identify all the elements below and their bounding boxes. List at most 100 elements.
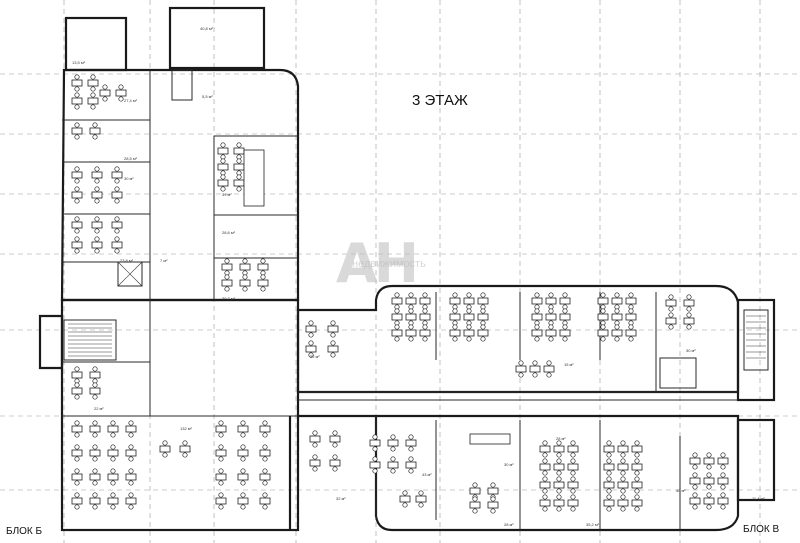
desk xyxy=(449,297,461,305)
chair xyxy=(74,86,80,92)
desk xyxy=(665,299,677,307)
desk xyxy=(71,79,83,87)
desk xyxy=(553,499,565,507)
chair xyxy=(390,446,396,452)
desk xyxy=(539,463,551,471)
chair xyxy=(92,122,98,128)
chair xyxy=(614,324,620,330)
chair xyxy=(74,468,80,474)
chair xyxy=(94,186,100,192)
chair xyxy=(262,504,268,510)
chair xyxy=(110,420,116,426)
chair xyxy=(668,324,674,330)
chair xyxy=(606,452,612,458)
chair xyxy=(260,258,266,264)
chair xyxy=(452,336,458,342)
chair xyxy=(74,228,80,234)
chair xyxy=(408,308,414,314)
chair xyxy=(542,452,548,458)
area-label: 22 м² xyxy=(94,406,104,411)
chair xyxy=(240,504,246,510)
chair xyxy=(408,292,414,298)
chair xyxy=(692,492,698,498)
desk xyxy=(71,127,83,135)
desk xyxy=(309,459,321,467)
chair xyxy=(74,104,80,110)
chair xyxy=(562,324,568,330)
area-label: 28 м² xyxy=(504,522,514,527)
chair xyxy=(94,166,100,172)
chair xyxy=(220,174,226,180)
chair xyxy=(94,178,100,184)
desk xyxy=(603,499,615,507)
chair xyxy=(94,248,100,254)
chair xyxy=(532,360,538,366)
chair xyxy=(74,480,80,486)
chair xyxy=(110,504,116,510)
desk xyxy=(415,495,427,503)
chair xyxy=(128,468,134,474)
chair xyxy=(92,456,98,462)
desk xyxy=(597,297,609,305)
desk xyxy=(99,89,111,97)
chair xyxy=(182,452,188,458)
chair xyxy=(110,480,116,486)
desk xyxy=(567,445,579,453)
chair xyxy=(102,96,108,102)
desk xyxy=(111,171,123,179)
chair xyxy=(114,186,120,192)
chair xyxy=(128,432,134,438)
desk xyxy=(545,329,557,337)
chair xyxy=(240,432,246,438)
chair xyxy=(128,492,134,498)
chair xyxy=(236,158,242,164)
chair xyxy=(92,492,98,498)
desk xyxy=(469,433,511,445)
chair xyxy=(548,308,554,314)
chair xyxy=(308,340,314,346)
chair xyxy=(542,476,548,482)
desk xyxy=(257,263,269,271)
desk xyxy=(545,297,557,305)
chair xyxy=(242,286,248,292)
desk xyxy=(221,279,233,287)
chair xyxy=(720,452,726,458)
desk xyxy=(87,79,99,87)
chair xyxy=(408,324,414,330)
desk xyxy=(89,425,101,433)
chair xyxy=(606,506,612,512)
chair xyxy=(490,482,496,488)
chair xyxy=(218,492,224,498)
area-label: 40,8 м² xyxy=(200,26,213,31)
chair xyxy=(628,292,634,298)
desk xyxy=(477,313,489,321)
desk xyxy=(611,329,623,337)
watermark-logo: AH xyxy=(336,232,419,295)
chair xyxy=(634,488,640,494)
chair xyxy=(692,472,698,478)
chair xyxy=(260,286,266,292)
chair xyxy=(466,324,472,330)
chair xyxy=(92,394,98,400)
chair xyxy=(562,308,568,314)
chair xyxy=(620,440,626,446)
chair xyxy=(312,454,318,460)
desk xyxy=(71,191,83,199)
chair xyxy=(600,292,606,298)
chair xyxy=(240,492,246,498)
desk xyxy=(487,501,499,509)
desk xyxy=(405,461,417,469)
desk xyxy=(217,179,229,187)
chair xyxy=(118,84,124,90)
desk xyxy=(545,313,557,321)
chair xyxy=(542,488,548,494)
desk xyxy=(597,313,609,321)
desk xyxy=(217,147,229,155)
desk xyxy=(419,313,431,321)
chair xyxy=(182,440,188,446)
chair xyxy=(92,480,98,486)
desk xyxy=(419,329,431,337)
chair xyxy=(220,158,226,164)
desk xyxy=(603,463,615,471)
chair xyxy=(102,84,108,90)
